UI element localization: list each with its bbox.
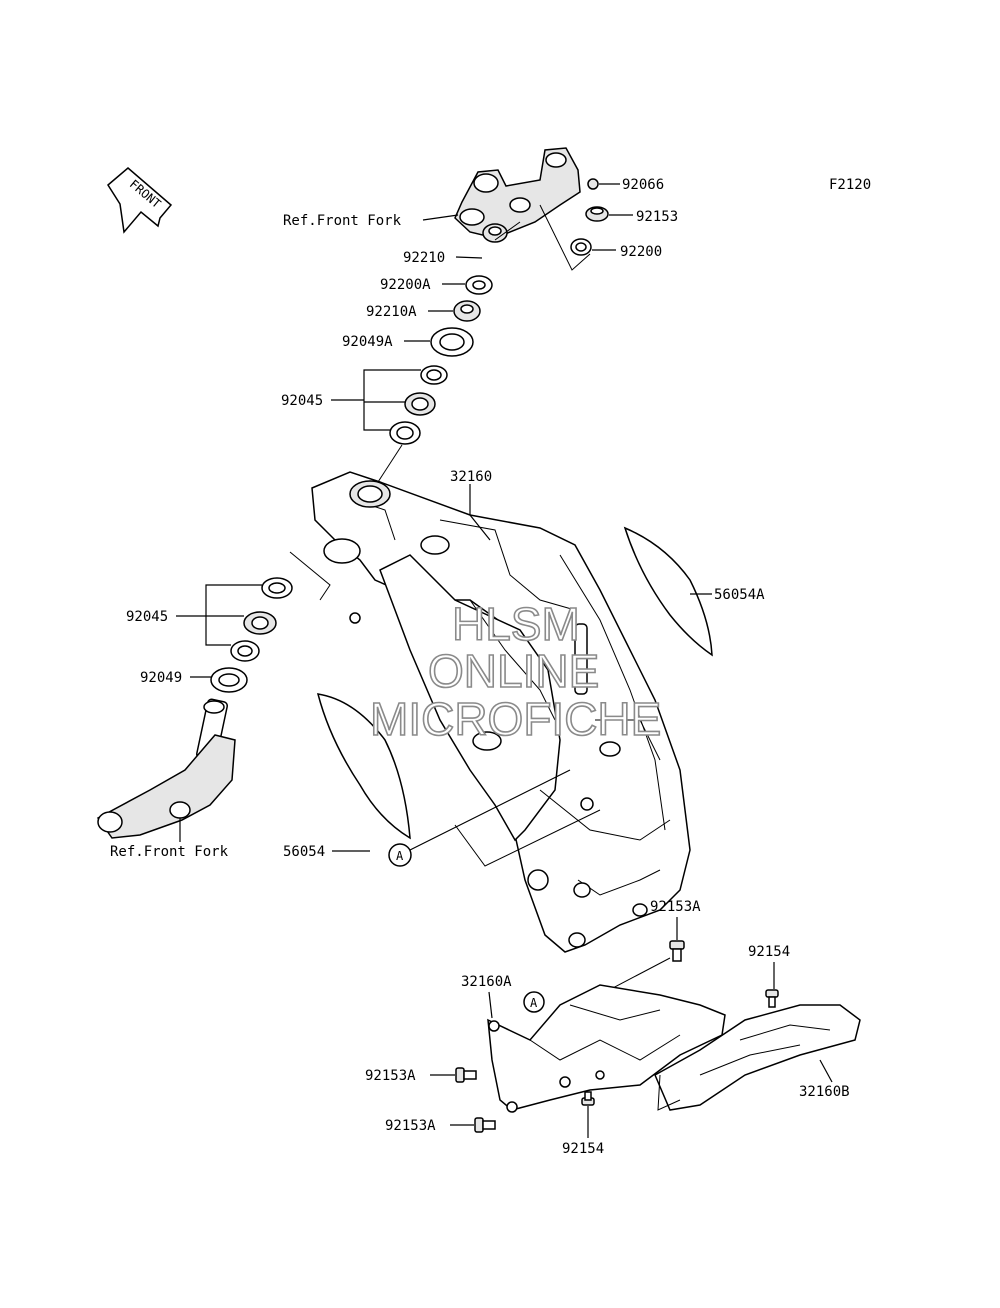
watermark-line-1: HLSM <box>452 598 580 650</box>
bolt-92153A-top <box>669 940 685 962</box>
upper-bearing-group <box>389 365 448 445</box>
part-92049A-seal <box>430 327 474 357</box>
label-92210: 92210 <box>403 250 445 266</box>
ref-a-main-circle <box>388 843 412 867</box>
label-ref-front-fork-bottom: Ref.Front Fork <box>110 844 229 860</box>
label-56054: 56054 <box>283 844 325 860</box>
label-ref-front-fork-top: Ref.Front Fork <box>283 213 402 229</box>
watermark-line-3: MICROFICHE <box>370 693 661 745</box>
label-92153A-left1: 92153A <box>365 1068 416 1084</box>
bolt-92153A-left2 <box>474 1117 496 1133</box>
watermark-line-2: ONLINE <box>428 645 599 697</box>
cover-56054A-shape <box>623 526 713 657</box>
subframe-32160A-shape <box>487 984 726 1111</box>
label-32160B: 32160B <box>799 1084 850 1100</box>
bolt-92153A-left1 <box>455 1067 477 1083</box>
part-92210-nut <box>482 223 508 243</box>
label-92066: 92066 <box>622 177 664 193</box>
lower-bearing-group <box>230 577 293 662</box>
label-56054A: 56054A <box>714 587 765 603</box>
lower-triple-clamp <box>96 698 236 839</box>
part-92200-shape <box>570 238 592 256</box>
label-92045-lower: 92045 <box>126 609 168 625</box>
label-92045-upper: 92045 <box>281 393 323 409</box>
label-92153: 92153 <box>636 209 678 225</box>
label-92154-bottom: 92154 <box>562 1141 604 1157</box>
label-92210A: 92210A <box>366 304 417 320</box>
figure-code: F2120 <box>829 177 871 193</box>
bolt-92154-top <box>765 989 779 1008</box>
upper-triple-clamp <box>454 147 581 239</box>
label-32160A: 32160A <box>461 974 512 990</box>
ref-a-sub-circle <box>523 991 545 1013</box>
label-32160: 32160 <box>450 469 492 485</box>
part-92066-shape <box>587 178 599 190</box>
part-92210A-nut <box>453 300 481 322</box>
main-frame-32160 <box>311 471 691 953</box>
label-92200: 92200 <box>620 244 662 260</box>
cover-56054-shape <box>316 693 411 840</box>
front-arrow-icon: FRONT <box>107 167 173 234</box>
label-92200A: 92200A <box>380 277 431 293</box>
label-92153A-left2: 92153A <box>385 1118 436 1134</box>
part-92049-seal <box>210 667 248 693</box>
part-92200A-washer <box>465 275 493 295</box>
label-92153A-top: 92153A <box>650 899 701 915</box>
label-92049: 92049 <box>140 670 182 686</box>
label-92154-top: 92154 <box>748 944 790 960</box>
part-92153-shape <box>585 206 609 222</box>
subframe-32160B-shape <box>654 1004 861 1111</box>
bolt-92154-bottom <box>581 1091 595 1106</box>
label-ref-a-main: A <box>396 849 404 863</box>
label-92049A: 92049A <box>342 334 393 350</box>
label-ref-a-sub: A <box>530 996 538 1010</box>
